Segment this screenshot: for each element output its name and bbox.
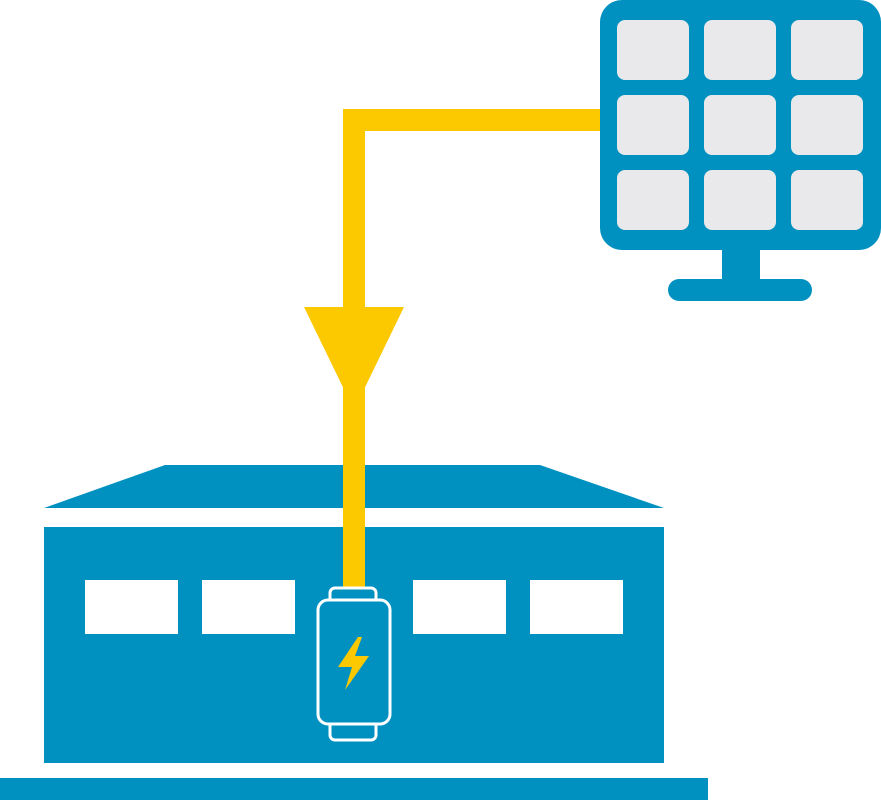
solar-cell [791, 170, 863, 230]
ground-bar [0, 778, 708, 800]
solar-cell [704, 20, 776, 80]
solar-cell [791, 20, 863, 80]
building-window-2 [202, 580, 295, 634]
building-window-4 [530, 580, 623, 634]
battery-charging-icon [316, 586, 392, 742]
solar-cell [791, 95, 863, 155]
lightning-bolt-icon [338, 637, 369, 690]
solar-cell [617, 95, 689, 155]
solar-panel-cells [617, 20, 863, 230]
building-window-3 [413, 580, 506, 634]
solar-cell [704, 95, 776, 155]
arrow-down-icon [304, 307, 404, 410]
energy-flow-path [343, 109, 608, 590]
solar-cell [617, 170, 689, 230]
solar-cell [704, 170, 776, 230]
building-window-1 [85, 580, 178, 634]
energy-flow-line [304, 109, 608, 590]
solar-panel-stand-base [668, 279, 812, 301]
solar-cell [617, 20, 689, 80]
solar-panel-icon [600, 0, 881, 301]
